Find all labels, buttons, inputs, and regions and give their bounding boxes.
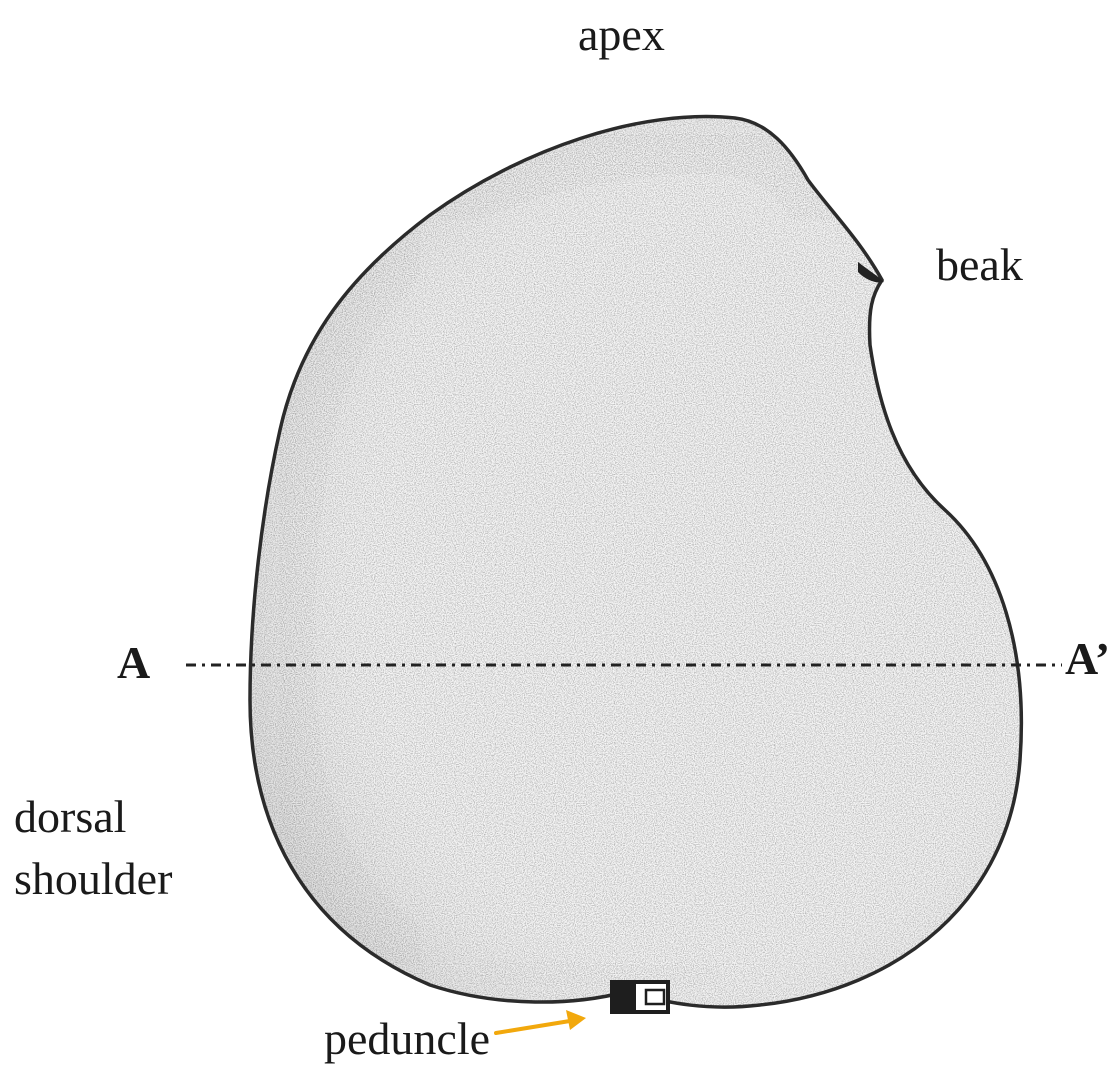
dorsal-shoulder-label: dorsal shoulder [14, 786, 172, 910]
section-start-label: A [117, 640, 150, 686]
dorsal-label-line1: dorsal [14, 786, 172, 848]
arrow-right-icon [496, 1010, 586, 1033]
peduncle-label: peduncle [324, 1016, 490, 1062]
dorsal-label-line2: shoulder [14, 848, 172, 910]
section-end-label: A’ [1065, 636, 1110, 682]
beak-label: beak [936, 242, 1023, 288]
stipple-texture [240, 100, 1040, 1020]
peduncle-stalk [612, 982, 668, 1012]
apex-label: apex [578, 12, 665, 58]
